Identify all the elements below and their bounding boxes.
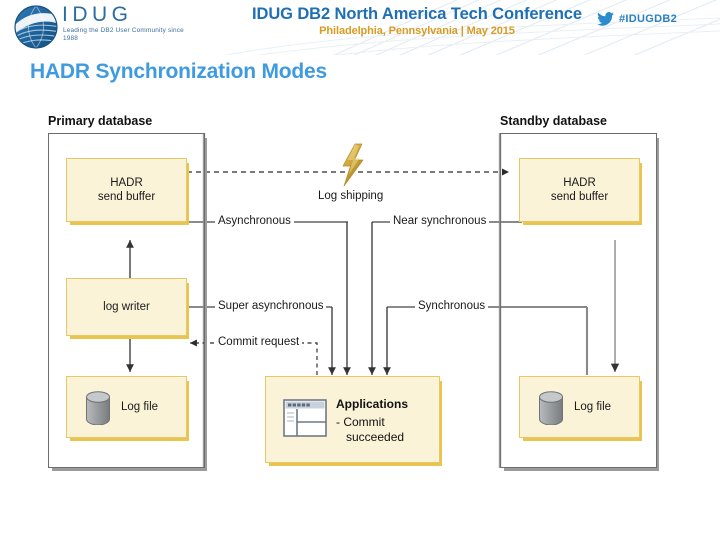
lightning-bolt-icon xyxy=(342,143,364,187)
database-cylinder-icon xyxy=(86,391,110,425)
twitter-handle-text: #IDUGDB2 xyxy=(619,13,678,25)
idug-tagline: Leading the DB2 User Community since 198… xyxy=(63,27,184,43)
super-asynchronous-label: Super asynchronous xyxy=(215,300,327,313)
applications-box: Applications - Commit succeeded xyxy=(265,376,440,463)
standby-send-buffer-line1: HADR xyxy=(563,177,596,189)
page-title: HADR Synchronization Modes xyxy=(30,60,327,83)
synchronous-label: Synchronous xyxy=(415,300,489,313)
applications-succeeded-line: succeeded xyxy=(346,430,405,444)
idug-globe-icon xyxy=(14,5,58,49)
primary-send-buffer-line2: send buffer xyxy=(97,191,156,203)
database-cylinder-icon xyxy=(539,391,563,425)
primary-database-container xyxy=(48,133,205,468)
twitter-hashtag-block: #IDUGDB2 xyxy=(597,10,677,28)
near-synchronous-label: Near synchronous xyxy=(390,215,490,228)
conference-subtitle: Philadelphia, Pennsylvania | May 2015 xyxy=(319,25,515,37)
conference-header-band: IDUG Leading the DB2 User Community sinc… xyxy=(0,0,720,57)
application-window-icon xyxy=(283,399,327,437)
idug-wordmark: IDUG xyxy=(62,3,133,26)
primary-log-file-text: Log file xyxy=(120,401,159,413)
standby-send-buffer-line2: send buffer xyxy=(550,191,609,203)
applications-commit-line: - Commit xyxy=(336,415,385,429)
standby-database-label: Standby database xyxy=(500,114,607,128)
applications-title: Applications xyxy=(336,397,409,411)
hadr-sync-modes-diagram: Primary database Standby database HADR s… xyxy=(22,100,698,480)
asynchronous-label: Asynchronous xyxy=(215,215,294,228)
standby-hadr-send-buffer-box: HADR send buffer xyxy=(519,158,640,222)
conference-title: IDUG DB2 North America Tech Conference xyxy=(252,5,582,23)
primary-hadr-send-buffer-box: HADR send buffer xyxy=(66,158,187,222)
standby-log-file-text: Log file xyxy=(573,401,612,413)
standby-log-file-box: Log file xyxy=(519,376,640,438)
standby-database-container xyxy=(500,133,657,468)
standby-send-buffer-text: HADR send buffer xyxy=(551,176,608,204)
primary-database-label: Primary database xyxy=(48,114,153,128)
primary-log-file-box: Log file xyxy=(66,376,187,438)
log-shipping-label: Log shipping xyxy=(318,190,384,202)
primary-send-buffer-line1: HADR xyxy=(110,177,143,189)
primary-log-writer-box: log writer xyxy=(66,278,187,336)
primary-send-buffer-text: HADR send buffer xyxy=(98,176,155,204)
commit-request-label: Commit request xyxy=(215,336,303,349)
idug-logo: IDUG Leading the DB2 User Community sinc… xyxy=(14,3,199,53)
twitter-bird-icon xyxy=(597,12,614,26)
primary-log-writer-text: log writer xyxy=(103,301,150,313)
